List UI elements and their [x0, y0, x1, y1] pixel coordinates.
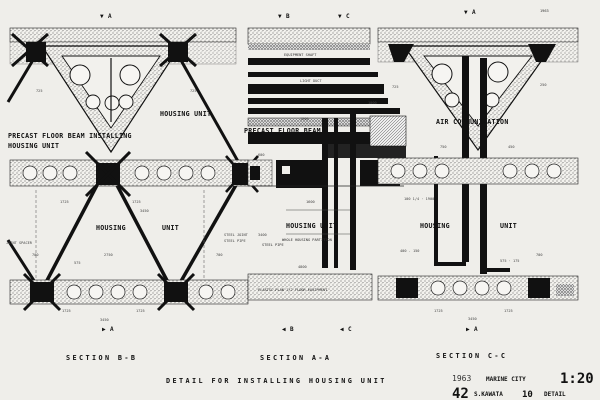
marker-a-top-left: A [108, 13, 112, 20]
dim-1725-bb-right: 1725 [136, 309, 145, 313]
label-housing-partition: WHOLE HOUSING PARTITION [282, 238, 332, 242]
dim-600-aa: 600 [258, 153, 265, 157]
marker-a-bottom-right: A [474, 326, 478, 333]
title-block-number: 42 [452, 386, 469, 400]
steel-joint-bottom-center [156, 272, 196, 312]
title-block-page: 10 [522, 390, 533, 400]
label-precast-floor-beam-aa: PRECAST FLOOR BEAM [244, 127, 321, 135]
dim-1725-bb-mid-right: 1725 [132, 200, 141, 204]
cc-middle-beam [377, 157, 579, 185]
marker-c-bottom: C [348, 326, 352, 333]
dim-725-bb-right: 725 [190, 89, 197, 93]
dim-700-cc: 700 [536, 253, 543, 257]
marker-c-bottom-arrow: ◀ [340, 326, 344, 333]
sheet-tag: 1963 [540, 9, 549, 13]
dim-750-cc: 750 [440, 145, 447, 149]
title-block-scale: 1:20 [560, 371, 594, 387]
steel-joint-top-right [159, 32, 197, 68]
dim-3400-aa: 3400 [258, 233, 267, 237]
label-equipment-shaft: EQUIPMENT SHAFT [284, 53, 317, 57]
marker-a-top-left-arrow: ▼ [100, 13, 104, 20]
marker-b-top: B [286, 13, 290, 20]
label-unit-cc: UNIT [500, 222, 517, 230]
aa-beam-3 [248, 84, 384, 94]
label-housing-unit-bb-top: HOUSING UNIT [160, 110, 211, 118]
section-b-b-drawing [6, 27, 259, 312]
label-housing-unit-small: HOUSING UNIT [8, 142, 59, 150]
dim-700-bb: 700 [32, 253, 39, 257]
label-housing-unit-aa: HOUSING UNIT [286, 222, 337, 230]
marker-a-top-right-arrow: ▼ [464, 9, 468, 16]
label-air-communication: AIR COMMUNICATION [436, 118, 509, 126]
dim-1725-bb-left: 1725 [62, 309, 71, 313]
cc-top-slab [377, 27, 579, 43]
title-block-detail: DETAIL [544, 391, 566, 398]
dim-4800-aa: 4800 [298, 265, 307, 269]
marker-a-bottom-right-arrow: ▶ [466, 326, 470, 333]
aa-beam-2 [248, 72, 378, 77]
dim-575-175-cc: 575 · 175 [500, 259, 519, 263]
section-title-c-c: SECTION C-C [436, 352, 507, 360]
label-precast-floor-beam-installing: PRECAST FLOOR BEAM INSTALLING [8, 132, 132, 140]
dim-450-cc: 450 [508, 145, 515, 149]
dim-1725-cc: 1725 [434, 309, 443, 313]
section-a-a-drawing [247, 27, 407, 301]
dim-700-bb-right: 700 [216, 253, 223, 257]
dim-3450-bb-mid: 3450 [140, 209, 149, 213]
dim-100-cc: 100 1/4 · 1900 [404, 197, 434, 201]
dim-steel-joint: STEEL JOINT [224, 233, 249, 237]
dim-1725-cc-right: 1725 [504, 309, 513, 313]
title-block-author: S.KAWATA [474, 391, 503, 398]
dim-400-150-cc: 400 . 150 [400, 249, 419, 253]
section-c-c-drawing [377, 27, 579, 301]
dim-1900-aa: 1900 [300, 117, 309, 121]
label-housing-bb: HOUSING [96, 224, 126, 232]
dim-1725-bb-mid-left: 1725 [60, 200, 69, 204]
marker-c-top: C [346, 13, 350, 20]
dim-3450-cc: 3450 [468, 317, 477, 321]
dim-3450-bb: 3450 [100, 318, 109, 322]
title-block-year: 1963 [452, 374, 471, 383]
steel-joint-bottom-left [22, 272, 62, 312]
label-steel-pipe: STEEL PIPE [262, 243, 284, 247]
marker-b-bottom: B [290, 326, 294, 333]
aa-top-slab [247, 27, 371, 45]
dim-joint-spacer: JOINT SPACER [6, 241, 33, 245]
dim-1600-aa: 1600 [306, 200, 315, 204]
label-unit-bb: UNIT [162, 224, 179, 232]
detail-title: DETAIL FOR INSTALLING HOUSING UNIT [166, 377, 387, 385]
steel-joint-top-left [11, 32, 49, 68]
steel-joint-middle-center [84, 150, 132, 198]
marker-b-top-arrow: ▼ [278, 13, 282, 20]
marker-a-bottom-left: A [110, 326, 114, 333]
marker-c-top-arrow: ▼ [338, 13, 342, 20]
marker-b-bottom-arrow: ◀ [282, 326, 286, 333]
dim-250-cc: 250 [540, 83, 547, 87]
dim-725-cc: 725 [392, 85, 399, 89]
label-plastic-plan: PLASTIC PLAN 1/2 FLOOR EQUIPMENT [258, 288, 328, 292]
marker-a-bottom-left-arrow: ▶ [102, 326, 106, 333]
dim-steel-pipe-right: STEEL PIPE [224, 239, 246, 243]
label-housing-cc: HOUSING [420, 222, 450, 230]
aa-beam-1 [248, 58, 370, 65]
top-slab [9, 27, 237, 43]
dim-1000-aa: 1000 [368, 101, 377, 105]
dim-575-bb: 575 [74, 261, 81, 265]
dim-light-duct: LIGHT DUCT [300, 79, 322, 83]
marker-a-top-right: A [472, 9, 476, 16]
dim-725-bb: 725 [36, 89, 43, 93]
dim-2750-bb: 2750 [104, 253, 113, 257]
section-title-b-b: SECTION B-B [66, 354, 137, 362]
title-block-project: MARINE CITY [486, 376, 526, 383]
section-title-a-a: SECTION A-A [260, 354, 331, 362]
aa-bottom-plank [247, 273, 373, 301]
title-block: 1963 MARINE CITY 1:20 42 S.KAWATA 10 DET… [452, 371, 594, 400]
